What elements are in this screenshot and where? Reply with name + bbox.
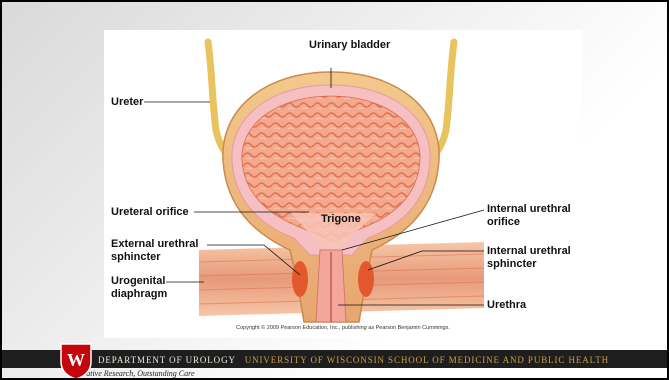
internal-urethral-orifice-label: Internal urethral orifice — [487, 203, 579, 229]
copyright-notice: Copyright © 2009 Pearson Education, Inc.… — [104, 325, 582, 331]
logo-letter: W — [67, 350, 85, 370]
footer-text: DEPARTMENT OF UROLOGY UNIVERSITY OF WISC… — [98, 355, 609, 365]
bladder-illustration — [104, 30, 582, 338]
university-name: UNIVERSITY OF WISCONSIN SCHOOL OF MEDICI… — [245, 355, 609, 365]
external-urethral-sphincter-label: External urethral sphincter — [111, 238, 203, 264]
ureter-label: Ureter — [111, 96, 143, 109]
department-name: DEPARTMENT OF UROLOGY — [98, 355, 236, 365]
external-sphincter-left — [292, 261, 308, 297]
external-sphincter-right — [358, 261, 374, 297]
urethra-label: Urethra — [487, 299, 526, 312]
ureteral-orifice-label: Ureteral orifice — [111, 206, 189, 219]
urinary-bladder-label: Urinary bladder — [309, 39, 390, 52]
bladder-diagram-figure: Urinary bladder Ureter Ureteral orifice … — [104, 30, 582, 338]
university-crest-logo: W — [58, 342, 94, 378]
trigone-label: Trigone — [321, 213, 361, 226]
urogenital-diaphragm-label: Urogenital diaphragm — [111, 275, 171, 301]
internal-urethral-sphincter-label: Internal urethral sphincter — [487, 245, 579, 271]
